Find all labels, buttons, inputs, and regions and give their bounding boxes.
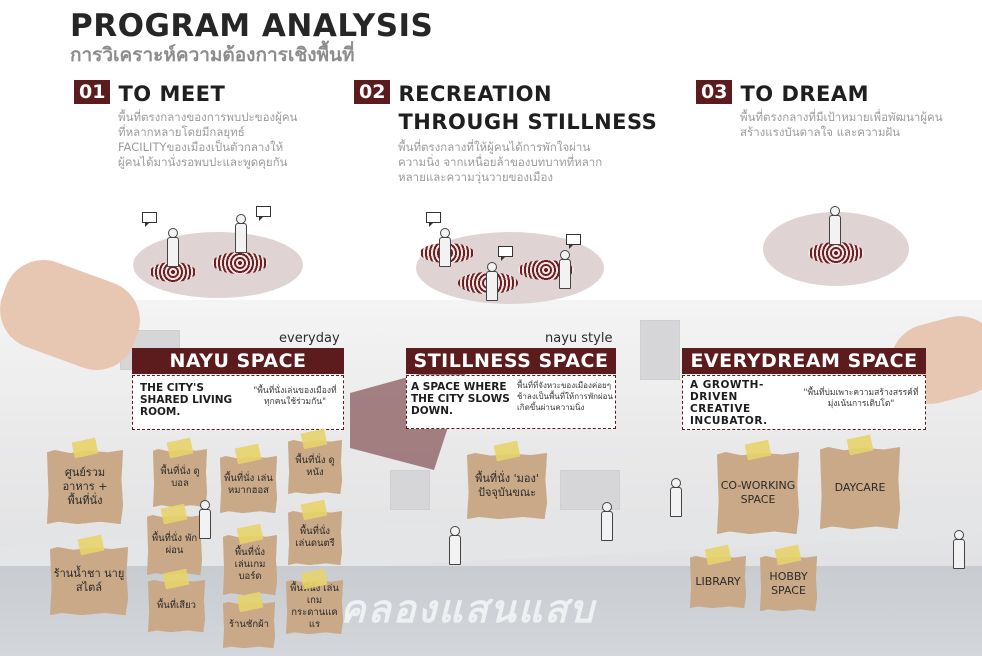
sitting-person-figure (483, 262, 499, 301)
sitting-person-figure (556, 250, 572, 289)
nayu-space-title: NAYU SPACE (132, 348, 344, 374)
section-number: 01 (74, 80, 111, 104)
speech-bubble-icon (142, 212, 157, 227)
canal-label: คลองแสนแสบ (340, 587, 596, 631)
sticky-note: DAYCARE (820, 447, 900, 529)
nayu-tag: everyday (279, 331, 340, 346)
ripple (150, 262, 196, 282)
sticky-note: พื้นที่นั่ง 'มอง' ปัจจุบันขณะ (467, 453, 547, 519)
nayu-space-box: THE CITY'S SHARED LIVING ROOM. "พื้นที่น… (132, 375, 344, 430)
sticky-note: พื้นที่นั่ง เล่นเกม บอร์ด (223, 535, 277, 595)
pedestrian-figure (950, 530, 966, 569)
sticky-note: พื้นที่นั่ง ดูหนัง (288, 440, 342, 494)
sticky-note: พื้นที่นั่ง เล่นดนตรี (288, 511, 342, 565)
stillness-space-title: STILLNESS SPACE (406, 348, 616, 374)
sticky-note: HOBBY SPACE (760, 556, 817, 611)
pedestrian-figure (446, 526, 462, 565)
everydream-space-en: A GROWTH-DRIVEN CREATIVE INCUBATOR. (690, 379, 768, 427)
person-figure (232, 214, 252, 258)
nayu-space-en: THE CITY'S SHARED LIVING ROOM. (140, 382, 233, 418)
sticky-note: พื้นที่นั่ง ดูบอล (153, 449, 207, 507)
stillness-space-en: A SPACE WHERE THE CITY SLOWS DOWN. (411, 381, 510, 417)
pedestrian-figure (667, 478, 683, 517)
sticky-note: พื้นที่นั่ง เล่นหมากฮอส (220, 456, 277, 513)
sticky-note: LIBRARY (690, 556, 746, 608)
section-number: 03 (696, 80, 733, 104)
everydream-space-title: EVERYDREAM SPACE (682, 348, 926, 374)
section-02-description: พื้นที่ตรงกลางที่ให้ผู้คนได้การพักใจผ่าน… (398, 140, 603, 184)
ripple (808, 242, 864, 264)
page-subtitle: การวิเคราะห์ความต้องการเชิงพื้นที่ (70, 44, 355, 66)
section-title: TO DREAM (740, 82, 870, 106)
section-title: RECREATION THROUGH STILLNESS (398, 80, 657, 136)
section-title-line: RECREATION (398, 82, 553, 106)
sticky-note: ศูนย์รวมอาหาร + พื้นที่นั่ง (47, 450, 123, 524)
section-01-header: 01 TO MEET (74, 80, 225, 108)
everydream-space-th: "พื้นที่บ่มเพาะความสร้างสรรค์ที่มุ่งเน้น… (803, 388, 919, 409)
section-02-header: 02 RECREATION THROUGH STILLNESS (354, 80, 657, 136)
page-title: PROGRAM ANALYSIS (70, 8, 434, 44)
section-03-description: พื้นที่ตรงกลางที่มีเป้าหมายเพื่อพัฒนาผู้… (740, 110, 943, 139)
speech-bubble-icon (566, 234, 581, 249)
nayu-space-th: "พื้นที่นั่งเล่นของเมืองที่ทุกคนใช้ร่วมก… (253, 386, 337, 407)
person-figure (164, 228, 180, 267)
sticky-note: พื้นที่นั่ง เล่นเกม กระดานแคแร (286, 580, 343, 634)
pedestrian-figure (196, 500, 212, 539)
section-01-description: พื้นที่ตรงกลางของการพบปะของผู้คนที่หลากห… (118, 110, 298, 169)
ripple (212, 252, 268, 274)
section-title: TO MEET (118, 82, 226, 106)
speech-bubble-icon (426, 212, 441, 227)
everydream-space-box: A GROWTH-DRIVEN CREATIVE INCUBATOR. "พื้… (682, 375, 926, 430)
building (390, 470, 430, 510)
pedestrian-figure (598, 502, 614, 541)
section-number: 02 (354, 80, 391, 104)
sticky-note: CO-WORKING SPACE (717, 452, 799, 534)
sticky-note: ร้านน้ำชา นายูสไตล์ (50, 547, 128, 615)
stillness-space-box: A SPACE WHERE THE CITY SLOWS DOWN. พื้นท… (406, 375, 616, 429)
building (640, 320, 680, 380)
speech-bubble-icon (256, 206, 271, 221)
speech-bubble-icon (498, 246, 513, 261)
sitting-person-figure (436, 228, 452, 267)
stillness-tag: nayu style (545, 331, 613, 346)
section-title-line: THROUGH STILLNESS (398, 110, 658, 134)
section-03-header: 03 TO DREAM (696, 80, 869, 108)
person-figure (826, 206, 848, 250)
stillness-space-th: พื้นที่ที่จังหวะของเมืองค่อยๆ ช้าลงเป็นพ… (517, 381, 613, 412)
sticky-note: พื้นที่เสียว (148, 580, 205, 632)
sticky-note: พื้นที่นั่ง พักผ่อน (147, 515, 202, 575)
